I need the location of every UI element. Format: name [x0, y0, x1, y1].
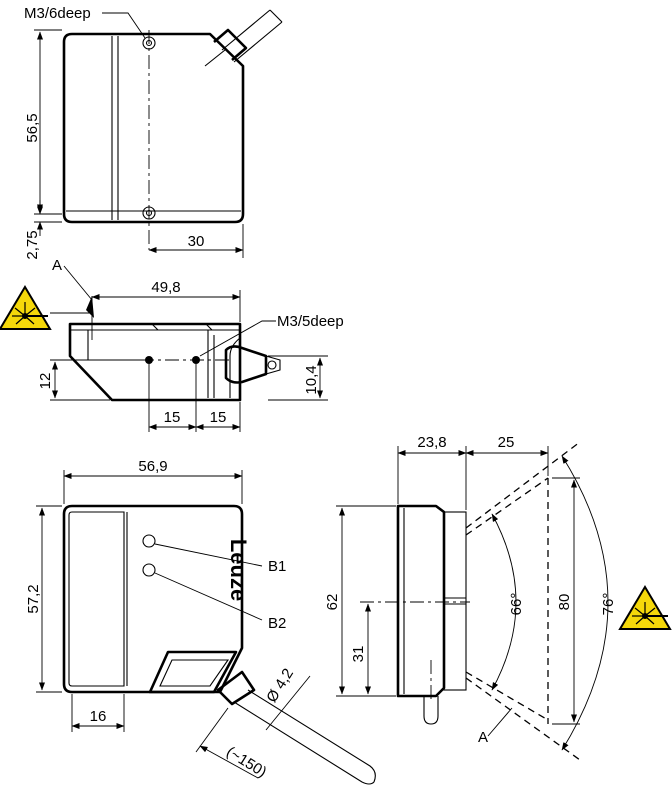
side-length-dim: 49,8 — [151, 279, 180, 296]
led-b1-label: B1 — [268, 558, 286, 575]
arc-76 — [561, 455, 609, 751]
beam-ref-label: A — [478, 729, 488, 746]
side-view: A 49,8 M3/5deep 12 10,4 15 15 — [37, 257, 344, 432]
angle-76-label: 76° — [600, 593, 617, 616]
top-cable — [221, 9, 283, 63]
front-height-dim: 57,2 — [25, 584, 42, 613]
led-b2-label: B2 — [268, 615, 286, 632]
top-offset-dim: 2,75 — [24, 230, 41, 259]
brand-logo: Leuze — [226, 539, 251, 601]
top-width-dim: 30 — [188, 233, 205, 250]
side-cable — [224, 345, 268, 384]
led-b1 — [142, 534, 156, 548]
arc-66 — [491, 513, 517, 691]
profile-housing — [396, 504, 446, 698]
top-thread-label: M3/6deep — [24, 5, 91, 22]
side-ref-label: A — [52, 257, 62, 274]
laser-warning-icon-right — [618, 585, 672, 630]
side-housing — [68, 322, 242, 402]
profile-depth-dim: 23,8 — [417, 434, 446, 451]
front-view: Leuze B1 B2 56,9 57,2 16 Ø 4,2 (~150) — [25, 458, 376, 785]
profile-center-dim: 31 — [350, 646, 367, 663]
profile-height-dim: 62 — [324, 594, 341, 611]
side-cable-dim: 10,4 — [303, 365, 320, 394]
front-cable-wire — [233, 689, 376, 785]
side-spacing-dim-1: 15 — [164, 409, 181, 426]
side-height-dim: 12 — [37, 373, 54, 390]
profile-cable — [423, 696, 439, 725]
side-spacing-dim-2: 15 — [210, 409, 227, 426]
led-b2 — [142, 563, 156, 577]
top-height-dim: 56,5 — [24, 113, 41, 142]
beam-view: 66° 76° 80 23,8 25 62 31 A — [324, 434, 617, 761]
front-cable — [216, 670, 256, 706]
laser-warning-icon — [0, 285, 52, 330]
profile-offset-dim: 25 — [498, 434, 515, 451]
front-width-dim: 56,9 — [138, 458, 167, 475]
front-window-dim: 16 — [90, 708, 107, 725]
front-housing — [62, 504, 244, 694]
angle-66-label: 66° — [508, 593, 525, 616]
side-thread-label: M3/5deep — [277, 313, 344, 330]
beam-line-upper — [465, 441, 581, 529]
top-view: M3/6deep 56,5 2,75 30 — [24, 5, 283, 260]
front-window — [68, 511, 125, 687]
front-cable-dia-dim: Ø 4,2 — [263, 666, 297, 706]
field-height-dim: 80 — [556, 594, 573, 611]
top-housing — [62, 32, 245, 224]
